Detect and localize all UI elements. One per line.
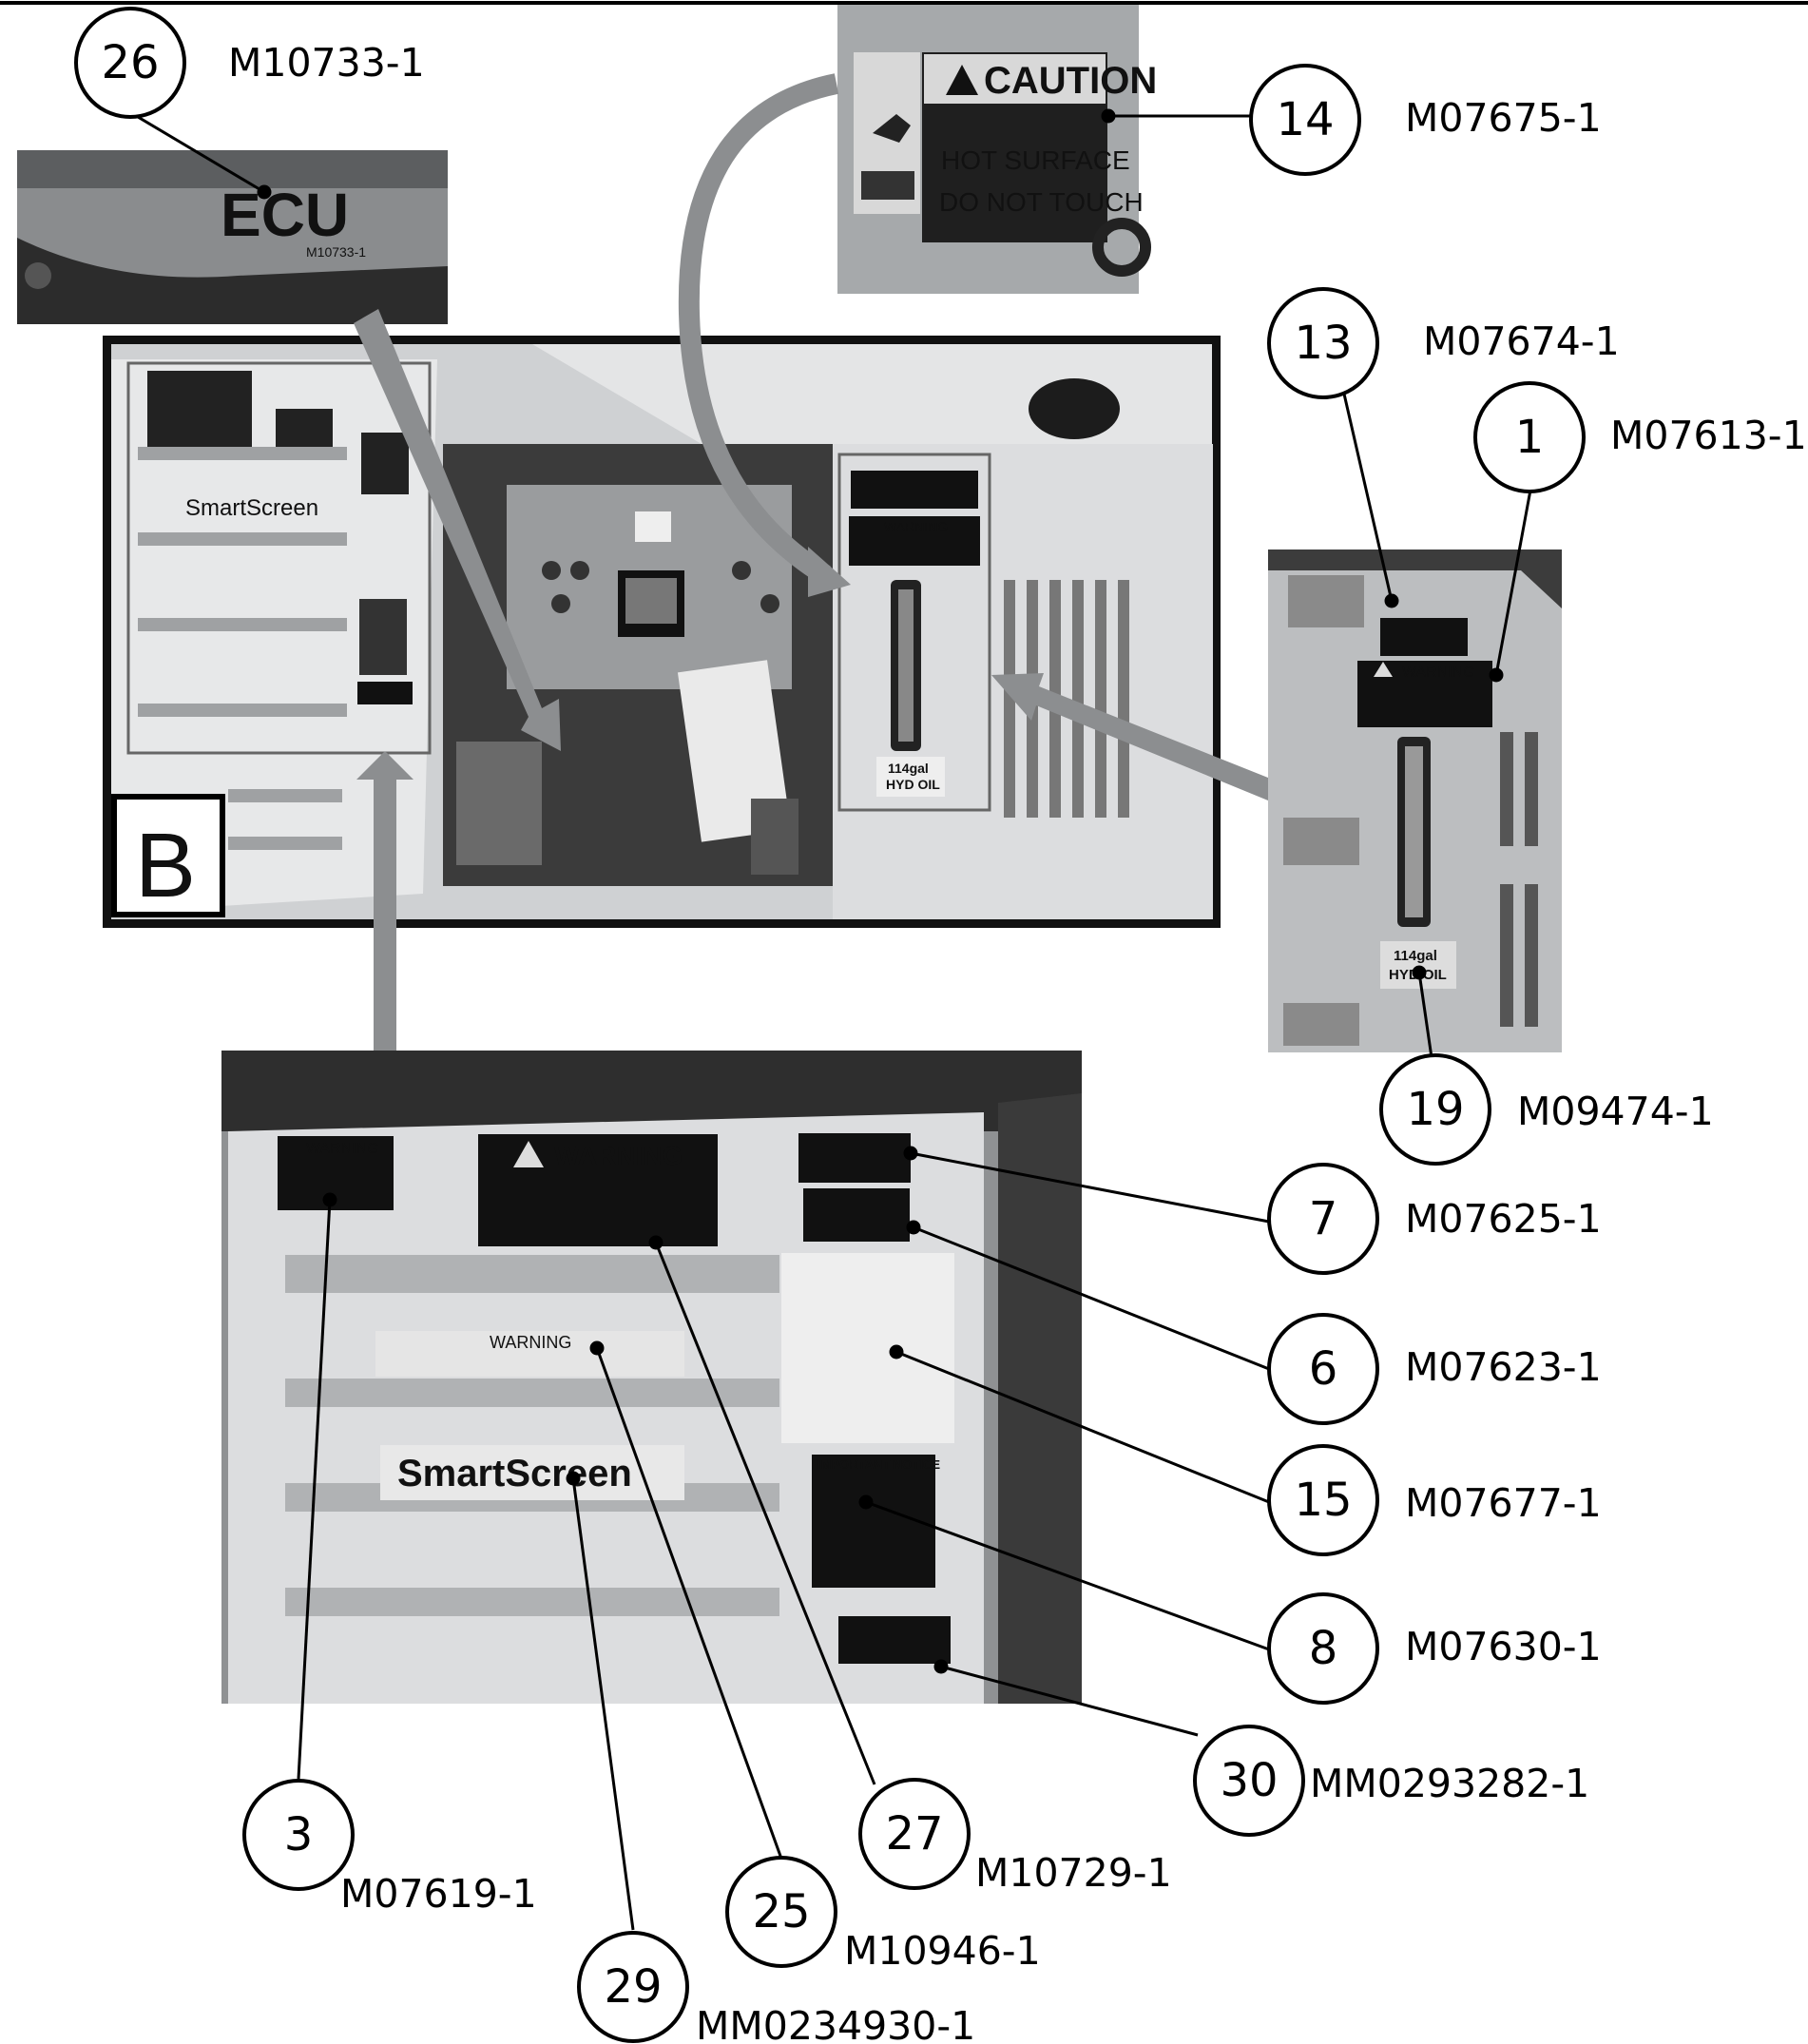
callout-number: 25 xyxy=(752,1885,810,1938)
part-number-label: M10946-1 xyxy=(844,1928,1041,1974)
ecu-label-code: M10733-1 xyxy=(306,244,366,260)
ecu-label-text: ECU xyxy=(221,181,349,249)
callout-number: 8 xyxy=(1309,1622,1338,1675)
main-smartscreen: SmartScreen xyxy=(185,495,318,521)
part-number-label: M07619-1 xyxy=(340,1871,537,1917)
right-warning-label: WARNING xyxy=(1402,665,1475,681)
right-oil-qty: 114gal xyxy=(1394,948,1437,964)
caution-inset-photo: CAUTION HOT SURFACE DO NOT TOUCH xyxy=(837,5,1157,294)
callout-number: 29 xyxy=(604,1960,662,2014)
door-warning-label-27: WARNING xyxy=(554,1141,683,1170)
door-warning-label-25: WARNING xyxy=(490,1333,571,1352)
door-important-notice: IMPORTANT NOTICE xyxy=(817,1457,940,1472)
part-number-label: M10733-1 xyxy=(228,40,425,86)
view-letter-b: B xyxy=(135,815,196,916)
main-oil-qty: 114gal xyxy=(888,761,929,776)
callout-number: 7 xyxy=(1309,1192,1338,1245)
main-warning-label: WARNING xyxy=(884,519,948,534)
caution-line2: DO NOT TOUCH xyxy=(939,187,1144,217)
door-detail-photo: WARNING WARNING IMPORTANT NOTICE WARNING… xyxy=(221,1051,1082,1704)
part-number-label: M07613-1 xyxy=(1610,413,1807,458)
ecu-inset-photo: ECU M10733-1 xyxy=(17,150,448,324)
callout-number: 3 xyxy=(284,1808,314,1861)
door-smartscreen: SmartScreen xyxy=(397,1453,632,1494)
part-number-label: M07625-1 xyxy=(1405,1196,1602,1242)
callout-number: 30 xyxy=(1220,1754,1278,1807)
part-number-label: MM0234930-1 xyxy=(696,2003,975,2044)
caution-line1: HOT SURFACE xyxy=(941,145,1130,175)
part-number-label: M07623-1 xyxy=(1405,1344,1602,1390)
callout-number: 19 xyxy=(1406,1083,1464,1136)
part-number-label: MM0293282-1 xyxy=(1310,1761,1589,1806)
part-number-label: M07674-1 xyxy=(1423,318,1620,364)
callout-number: 1 xyxy=(1515,411,1545,464)
main-photo-b: WARNING 114gal HYD OIL SmartScreen B xyxy=(103,336,1221,928)
callout-number: 27 xyxy=(885,1807,943,1861)
part-number-label: M09474-1 xyxy=(1517,1089,1714,1134)
callout-number: 6 xyxy=(1309,1342,1338,1396)
main-oil-type: HYD OIL xyxy=(886,777,940,792)
part-number-label: M07675-1 xyxy=(1405,95,1602,141)
part-number-label: M07677-1 xyxy=(1405,1480,1602,1526)
caution-title: CAUTION xyxy=(984,60,1157,102)
door-warning-label-3: WARNING xyxy=(306,1141,379,1157)
callout-number: 15 xyxy=(1294,1474,1352,1527)
part-number-label: M10729-1 xyxy=(975,1850,1172,1896)
part-number-label: M07630-1 xyxy=(1405,1624,1602,1669)
callout-number: 14 xyxy=(1276,93,1334,146)
callout-number: 26 xyxy=(101,36,159,89)
callout-number: 13 xyxy=(1294,317,1352,370)
